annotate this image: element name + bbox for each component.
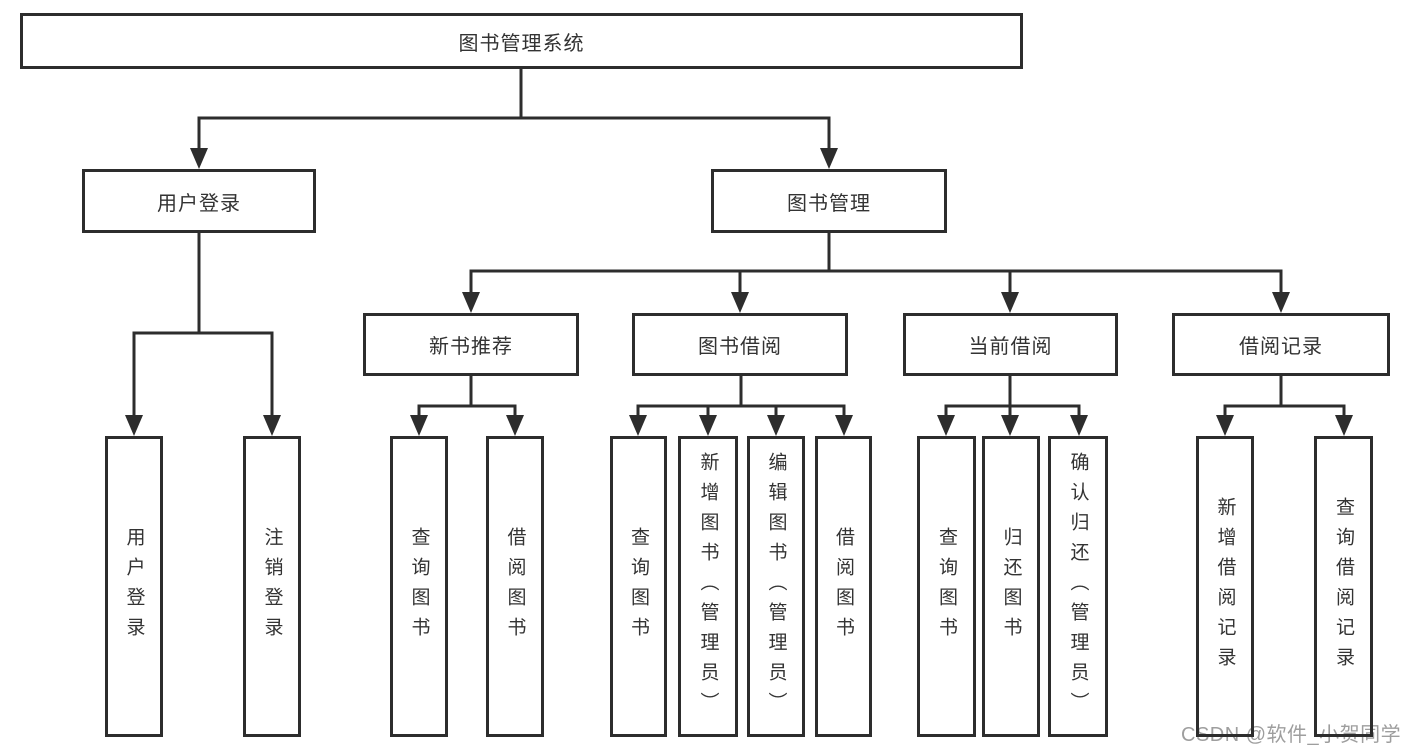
node-book-borrowing: 图书借阅 bbox=[632, 313, 848, 376]
leaf-newbooks-query-books: 查询图书 bbox=[390, 436, 448, 737]
leaf-records-query-record: 查询借阅记录 bbox=[1314, 436, 1373, 737]
leaf-records-add-record: 新增借阅记录 bbox=[1196, 436, 1254, 737]
csdn-watermark: CSDN @软件_小贺同学 bbox=[1181, 724, 1402, 746]
leaf-logout: 注销登录 bbox=[243, 436, 301, 737]
node-borrowing-records: 借阅记录 bbox=[1172, 313, 1390, 376]
leaf-user-login: 用户登录 bbox=[105, 436, 163, 737]
leaf-borrowing-query-books: 查询图书 bbox=[610, 436, 667, 737]
leaf-borrowing-borrow-books: 借阅图书 bbox=[815, 436, 872, 737]
leaf-newbooks-borrow-books: 借阅图书 bbox=[486, 436, 544, 737]
node-book-management: 图书管理 bbox=[711, 169, 947, 233]
node-new-book-recommend: 新书推荐 bbox=[363, 313, 579, 376]
node-user-login: 用户登录 bbox=[82, 169, 316, 233]
node-root-library-system: 图书管理系统 bbox=[20, 13, 1023, 69]
leaf-current-query-books: 查询图书 bbox=[917, 436, 976, 737]
node-current-borrowing: 当前借阅 bbox=[903, 313, 1118, 376]
leaf-borrowing-edit-books-admin: 编辑图书（管理员） bbox=[747, 436, 805, 737]
leaf-current-confirm-return-admin: 确认归还（管理员） bbox=[1048, 436, 1108, 737]
leaf-borrowing-add-books-admin: 新增图书（管理员） bbox=[678, 436, 738, 737]
leaf-current-return-books: 归还图书 bbox=[982, 436, 1040, 737]
arrowheads bbox=[125, 148, 1353, 436]
